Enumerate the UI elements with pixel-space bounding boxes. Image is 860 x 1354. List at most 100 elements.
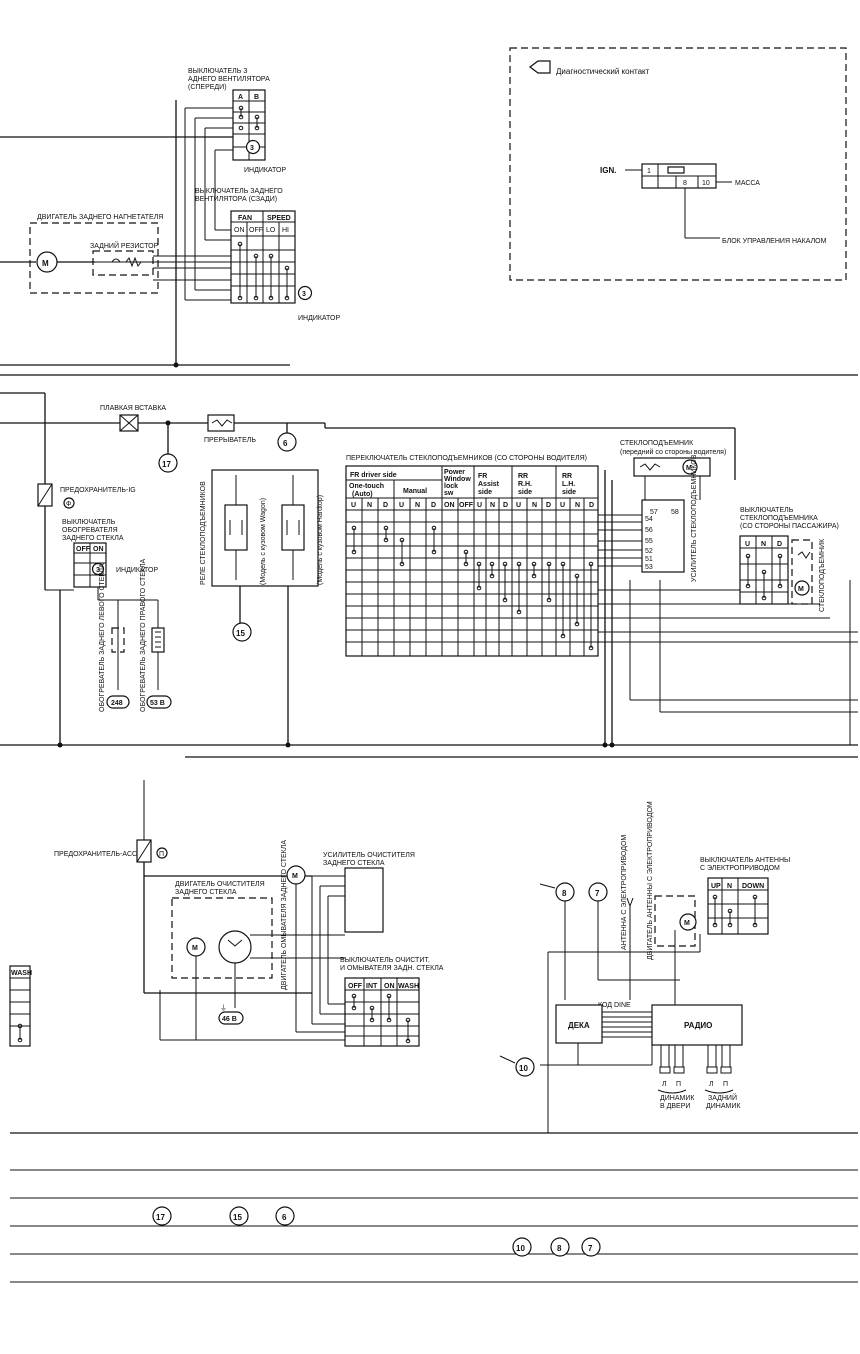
front-fan-col-a: A <box>238 94 243 101</box>
driver-window-motor: СТЕКЛОПОДЪЕМНИК (передний со стороны вод… <box>620 440 726 582</box>
ref-7-label: 7 <box>595 889 600 898</box>
bottom-ref-15-icon <box>229 1206 249 1226</box>
defog-off: OFF <box>76 546 91 553</box>
diag-ign: IGN. <box>600 166 616 175</box>
col-u-2: U <box>399 502 404 509</box>
ref-10-label: 10 <box>519 1064 528 1073</box>
svg-text:M: M <box>798 586 804 593</box>
rear-fan-hi: HI <box>282 227 289 234</box>
svg-text:M: M <box>684 920 690 927</box>
defog-switch-title-3: ЗАДНЕГО СТЕКЛА <box>62 535 124 542</box>
driver-switch-title: ПЕРЕКЛЮЧАТЕЛЬ СТЕКЛОПОДЪЕМНИКОВ (СО СТОР… <box>346 455 587 462</box>
diagnostic-contact: Диагностический контакт IGN. 1 8 10 МАСС… <box>509 47 847 281</box>
door-speaker-title-2: В ДВЕРИ <box>660 1103 690 1110</box>
col-d-3: D <box>503 502 508 509</box>
wiper-park-switch <box>218 930 252 964</box>
window-feed: ПЛАВКАЯ ВСТАВКА 17 ПРЕРЫВАТЕЛЬ 6 <box>0 392 736 590</box>
fusible-link-label: ПЛАВКАЯ ВСТАВКА <box>100 405 166 412</box>
pin-52: 52 <box>645 548 653 555</box>
col-d-1: D <box>383 502 388 509</box>
door-speaker-r: П <box>676 1081 681 1088</box>
rear-fan-fan-label: FAN <box>238 215 252 222</box>
window-motor-title-1: СТЕКЛОПОДЪЕМНИК <box>620 440 694 447</box>
defog-switch-title-1: ВЫКЛЮЧАТЕЛЬ <box>62 519 116 526</box>
col-d-2: D <box>431 502 436 509</box>
antenna-switch-title-1: ВЫКЛЮЧАТЕЛЬ АНТЕННЫ <box>700 857 790 864</box>
defog-indicator-icon <box>91 562 105 576</box>
ground-248: 248 <box>111 700 123 707</box>
ground-53b: 53 B <box>150 700 165 707</box>
diag-title: Диагностический контакт <box>556 67 650 76</box>
rear-blower: ДВИГАТЕЛЬ ЗАДНЕГО НАГНЕТАТЕЛЯ M ЗАДНИЙ Р… <box>0 214 231 294</box>
antenna-switch-title-2: С ЭЛЕКТРОПРИВОДОМ <box>700 865 780 872</box>
door-speaker-title-1: ДИНАМИК <box>660 1095 695 1102</box>
heater-left-label: ОБОГРЕВАТЕЛЬ ЗАДНЕГО ЛЕВОГО СТЕКЛА <box>99 563 106 712</box>
wiper-switch-title-1: ВЫКЛЮЧАТЕЛЬ ОЧИСТИТ. <box>340 957 430 964</box>
rear-fan-indicator-icon <box>297 285 313 301</box>
diag-glow-unit: БЛОК УПРАВЛЕНИЯ НАКАЛОМ <box>722 238 827 245</box>
bottom-ref-7: 7 <box>588 1244 593 1253</box>
pin-51: 51 <box>645 556 653 563</box>
front-fan-switch: ВЫКЛЮЧАТЕЛЬ З АДНЕГО ВЕНТИЛЯТОРА (СПЕРЕД… <box>188 68 286 174</box>
left-wash-fragment: WASH <box>9 965 32 1047</box>
rear-fan-lo: LO <box>266 227 276 234</box>
col-u-1: U <box>351 502 356 509</box>
rear-fan-title-2: ВЕНТИЛЯТОРА (СЗАДИ) <box>195 196 277 203</box>
antenna-motor-icon <box>679 913 697 931</box>
top-feed-wires <box>0 100 290 368</box>
col-u-4: U <box>516 502 521 509</box>
pass-switch-title-1: ВЫКЛЮЧАТЕЛЬ <box>740 507 794 514</box>
wiper-wash: WASH <box>398 983 419 990</box>
rear-fan-on: ON <box>234 227 245 234</box>
rear-speaker-l: Л <box>709 1081 714 1088</box>
ground-46b: 46 B <box>222 1016 237 1023</box>
rr-rh-label-3: side <box>518 489 532 496</box>
blower-resistor-label: ЗАДНИЙ РЕЗИСТОР <box>90 241 159 250</box>
fuse-ig-mark: Ф <box>66 501 71 508</box>
defog-on: ON <box>93 546 104 553</box>
pin-58: 58 <box>671 509 679 516</box>
diag-pin-1: 1 <box>647 168 651 175</box>
rear-speaker-title-2: ДИНАМИК <box>706 1103 741 1110</box>
wiper-motor-title-2: ЗАДНЕГО СТЕКЛА <box>175 889 237 896</box>
pass-switch-title-2: СТЕКЛОПОДЪЕМНИКА <box>740 515 818 522</box>
window-motor-icon <box>682 459 698 475</box>
bottom-ref-8-icon <box>550 1237 570 1257</box>
defog-switch-title-2: ОБОГРЕВАТЕЛЯ <box>62 527 118 534</box>
wiper-int: INT <box>366 983 378 990</box>
svg-text:M: M <box>686 465 692 472</box>
rear-speaker-title-1: ЗАДНИЙ <box>708 1093 737 1102</box>
bottom-ref-17: 17 <box>156 1213 165 1222</box>
bottom-ref-8: 8 <box>557 1244 562 1253</box>
svg-text:M: M <box>292 873 298 880</box>
ref-6-label: 6 <box>283 439 288 448</box>
relay-wagon-label: (Модель с кузовом Wagon) <box>260 498 267 585</box>
door-speaker-l: Л <box>662 1081 667 1088</box>
fr-driver-label: FR driver side <box>350 472 397 479</box>
pass-motor-label: СТЕКЛОПОДЪЕМНИК <box>819 538 826 612</box>
antenna-motor-label: ДВИГАТЕЛЬ АНТЕННЫ С ЭЛЕКТРОПРИВОДОМ <box>647 801 654 960</box>
ref-17-icon <box>158 453 178 473</box>
rr-lh-label-3: side <box>562 489 576 496</box>
col-n-4: N <box>532 502 537 509</box>
washer-motor-label: ДВИГАТЕЛЬ ОМЫВАТЕЛЯ ЗАДНЕГО СТЕКЛА <box>281 840 288 990</box>
deck-label: ДЕКА <box>568 1021 590 1030</box>
relay-label: РЕЛЕ СТЕКЛОПОДЪЕМНИКОВ <box>200 481 207 585</box>
one-touch-label-2: (Auto) <box>352 491 373 498</box>
col-n-5: N <box>575 502 580 509</box>
rr-rh-label-2: R.H. <box>518 481 532 488</box>
diag-pin-8: 8 <box>683 180 687 187</box>
col-n-2: N <box>415 502 420 509</box>
bottom-ref-15: 15 <box>233 1213 242 1222</box>
rr-lh-label-1: RR <box>562 473 572 480</box>
front-fan-title-3: (СПЕРЕДИ) <box>188 84 227 91</box>
blower-motor-letter: M <box>42 259 49 268</box>
pin-55: 55 <box>645 538 653 545</box>
wiper-circuit: ПРЕДОХРАНИТЕЛЬ-ACC П ДВИГАТЕЛЬ ОЧИСТИТЕЛ… <box>54 780 444 1047</box>
front-fan-title-1: ВЫКЛЮЧАТЕЛЬ З <box>188 68 247 75</box>
lock-label-4: sw <box>444 490 454 497</box>
ref-15-icon <box>232 622 252 642</box>
col-d-5: D <box>589 502 594 509</box>
antenna-label: АНТЕННА С ЭЛЕКТРОПРИВОДОМ <box>621 835 628 950</box>
